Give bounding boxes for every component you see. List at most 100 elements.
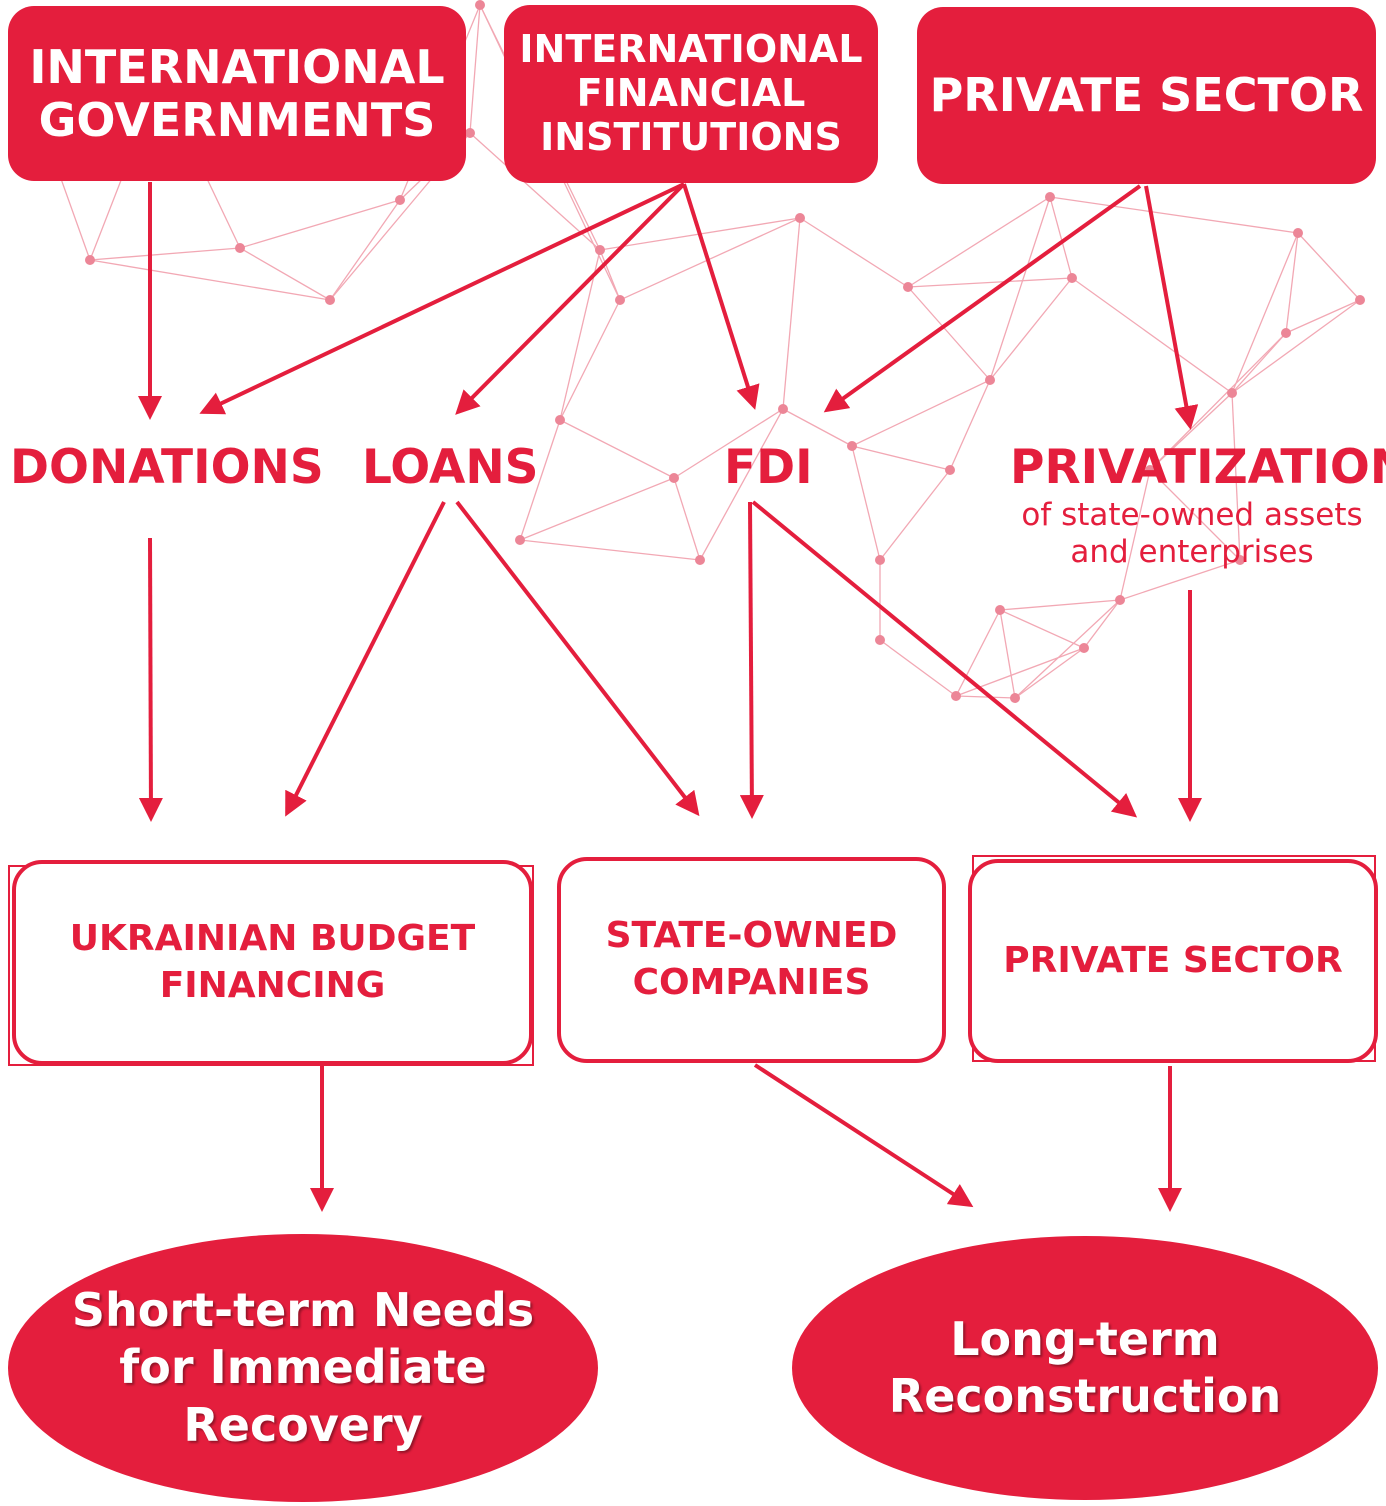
map-network-node — [875, 635, 885, 645]
map-network-lines — [39, 4, 1361, 699]
source-ifi-label: INTERNATIONAL FINANCIAL INSTITUTIONS — [519, 27, 863, 159]
source-international-financial-institutions: INTERNATIONAL FINANCIAL INSTITUTIONS — [504, 5, 878, 183]
map-network-node — [795, 213, 805, 223]
map-network-line — [699, 408, 784, 561]
map-network-line — [879, 639, 957, 697]
map-network-line — [1285, 299, 1361, 334]
recipient-private-sector: PRIVATE SECTOR — [968, 859, 1378, 1063]
map-network-node — [903, 282, 913, 292]
map-network-line — [1231, 299, 1361, 394]
instrument-donations: DONATIONS — [10, 440, 324, 495]
map-network-line — [999, 609, 1085, 649]
map-network-node — [951, 691, 961, 701]
source-private-sector: PRIVATE SECTOR — [917, 7, 1376, 184]
map-network-node — [1227, 388, 1237, 398]
map-network-line — [1119, 559, 1241, 601]
instrument-fdi: FDI — [724, 440, 813, 495]
map-network-node — [669, 473, 679, 483]
map-network-node — [395, 195, 405, 205]
map-network-node — [615, 295, 625, 305]
map-network-line — [1297, 232, 1361, 301]
map-network-line — [239, 199, 401, 249]
source-private-sector-label: PRIVATE SECTOR — [929, 68, 1364, 123]
arrow-ifi-to-fdi — [682, 183, 760, 410]
map-network-line — [1014, 647, 1085, 699]
map-network-line — [955, 695, 1016, 699]
outcome-short-term-needs: Short-term Needs for Immediate Recovery — [8, 1234, 598, 1502]
map-network-node — [1010, 693, 1020, 703]
map-network-node — [1145, 465, 1155, 475]
map-network-node — [847, 441, 857, 451]
map-network-line — [989, 277, 1073, 381]
map-network-line — [599, 249, 621, 301]
map-network-line — [1149, 392, 1233, 471]
arrow-private-to-fdi — [823, 184, 1142, 413]
map-network-node — [515, 535, 525, 545]
recipient-private-label: PRIVATE SECTOR — [1003, 939, 1343, 981]
map-network-line — [469, 4, 481, 134]
map-network-node — [1115, 595, 1125, 605]
map-network-line — [673, 477, 701, 561]
map-network-node — [1045, 192, 1055, 202]
outcome-short-term-label: Short-term Needs for Immediate Recovery — [71, 1282, 535, 1452]
map-network-line — [519, 477, 675, 541]
map-network-node — [325, 295, 335, 305]
map-network-line — [949, 379, 991, 471]
arrow-ifi-to-donations — [199, 182, 685, 415]
map-network-line — [851, 379, 991, 447]
map-network-line — [89, 259, 331, 301]
map-network-node — [475, 0, 485, 10]
map-network-line — [559, 419, 675, 479]
outcome-long-term-label: Long-term Reconstruction — [888, 1311, 1282, 1424]
recipient-ukrainian-budget-financing: UKRAINIAN BUDGET FINANCING — [12, 860, 533, 1065]
map-network-node — [555, 415, 565, 425]
map-network-line — [559, 249, 601, 421]
map-network-line — [1049, 196, 1299, 234]
arrow-loans-to-budget — [285, 501, 446, 817]
map-network-line — [851, 445, 951, 471]
arrow-donations-to-budget — [138, 537, 163, 822]
map-network-node — [1293, 228, 1303, 238]
map-network-node — [985, 375, 995, 385]
map-network-line — [907, 277, 1073, 288]
map-network-line — [519, 539, 701, 561]
recipient-soe-label: STATE-OWNED COMPANIES — [605, 915, 898, 1003]
map-network-line — [851, 445, 881, 561]
map-network-line — [673, 408, 784, 479]
map-network-line — [1231, 332, 1287, 394]
instrument-privatization-note: of state-owned assets and enterprises — [1021, 497, 1363, 571]
map-network-line — [799, 217, 909, 288]
map-network-line — [519, 419, 561, 541]
arrow-fdi-to-soe — [739, 501, 764, 819]
map-network-node — [595, 245, 605, 255]
map-network-node — [465, 128, 475, 138]
map-network-line — [1231, 392, 1241, 561]
arrow-fdi-to-private — [751, 500, 1138, 818]
map-network-node — [235, 243, 245, 253]
map-network-line — [907, 286, 991, 381]
map-network-line — [1083, 599, 1121, 649]
map-network-line — [559, 299, 621, 421]
map-network-node — [1079, 643, 1089, 653]
arrow-ifi-to-loans — [455, 182, 686, 415]
map-network-line — [989, 196, 1051, 381]
map-network-line — [619, 217, 801, 301]
arrow-loans-to-soe — [455, 500, 700, 817]
map-network-node — [1235, 555, 1245, 565]
recipient-state-owned-companies: STATE-OWNED COMPANIES — [557, 857, 946, 1063]
map-network-line — [955, 609, 1001, 697]
instrument-privatization: PRIVATIZATION — [1010, 440, 1386, 495]
map-network-node — [995, 605, 1005, 615]
map-network-line — [879, 469, 951, 561]
map-network-line — [907, 196, 1051, 288]
map-network-line — [1285, 232, 1299, 334]
map-network-node — [778, 404, 788, 414]
map-network-line — [999, 609, 1016, 699]
map-network-line — [1014, 599, 1121, 699]
map-network-line — [782, 217, 801, 410]
map-network-dots — [35, 0, 1365, 703]
map-network-node — [85, 255, 95, 265]
instrument-loans: LOANS — [362, 440, 539, 495]
map-network-line — [782, 408, 853, 447]
map-network-node — [1281, 328, 1291, 338]
